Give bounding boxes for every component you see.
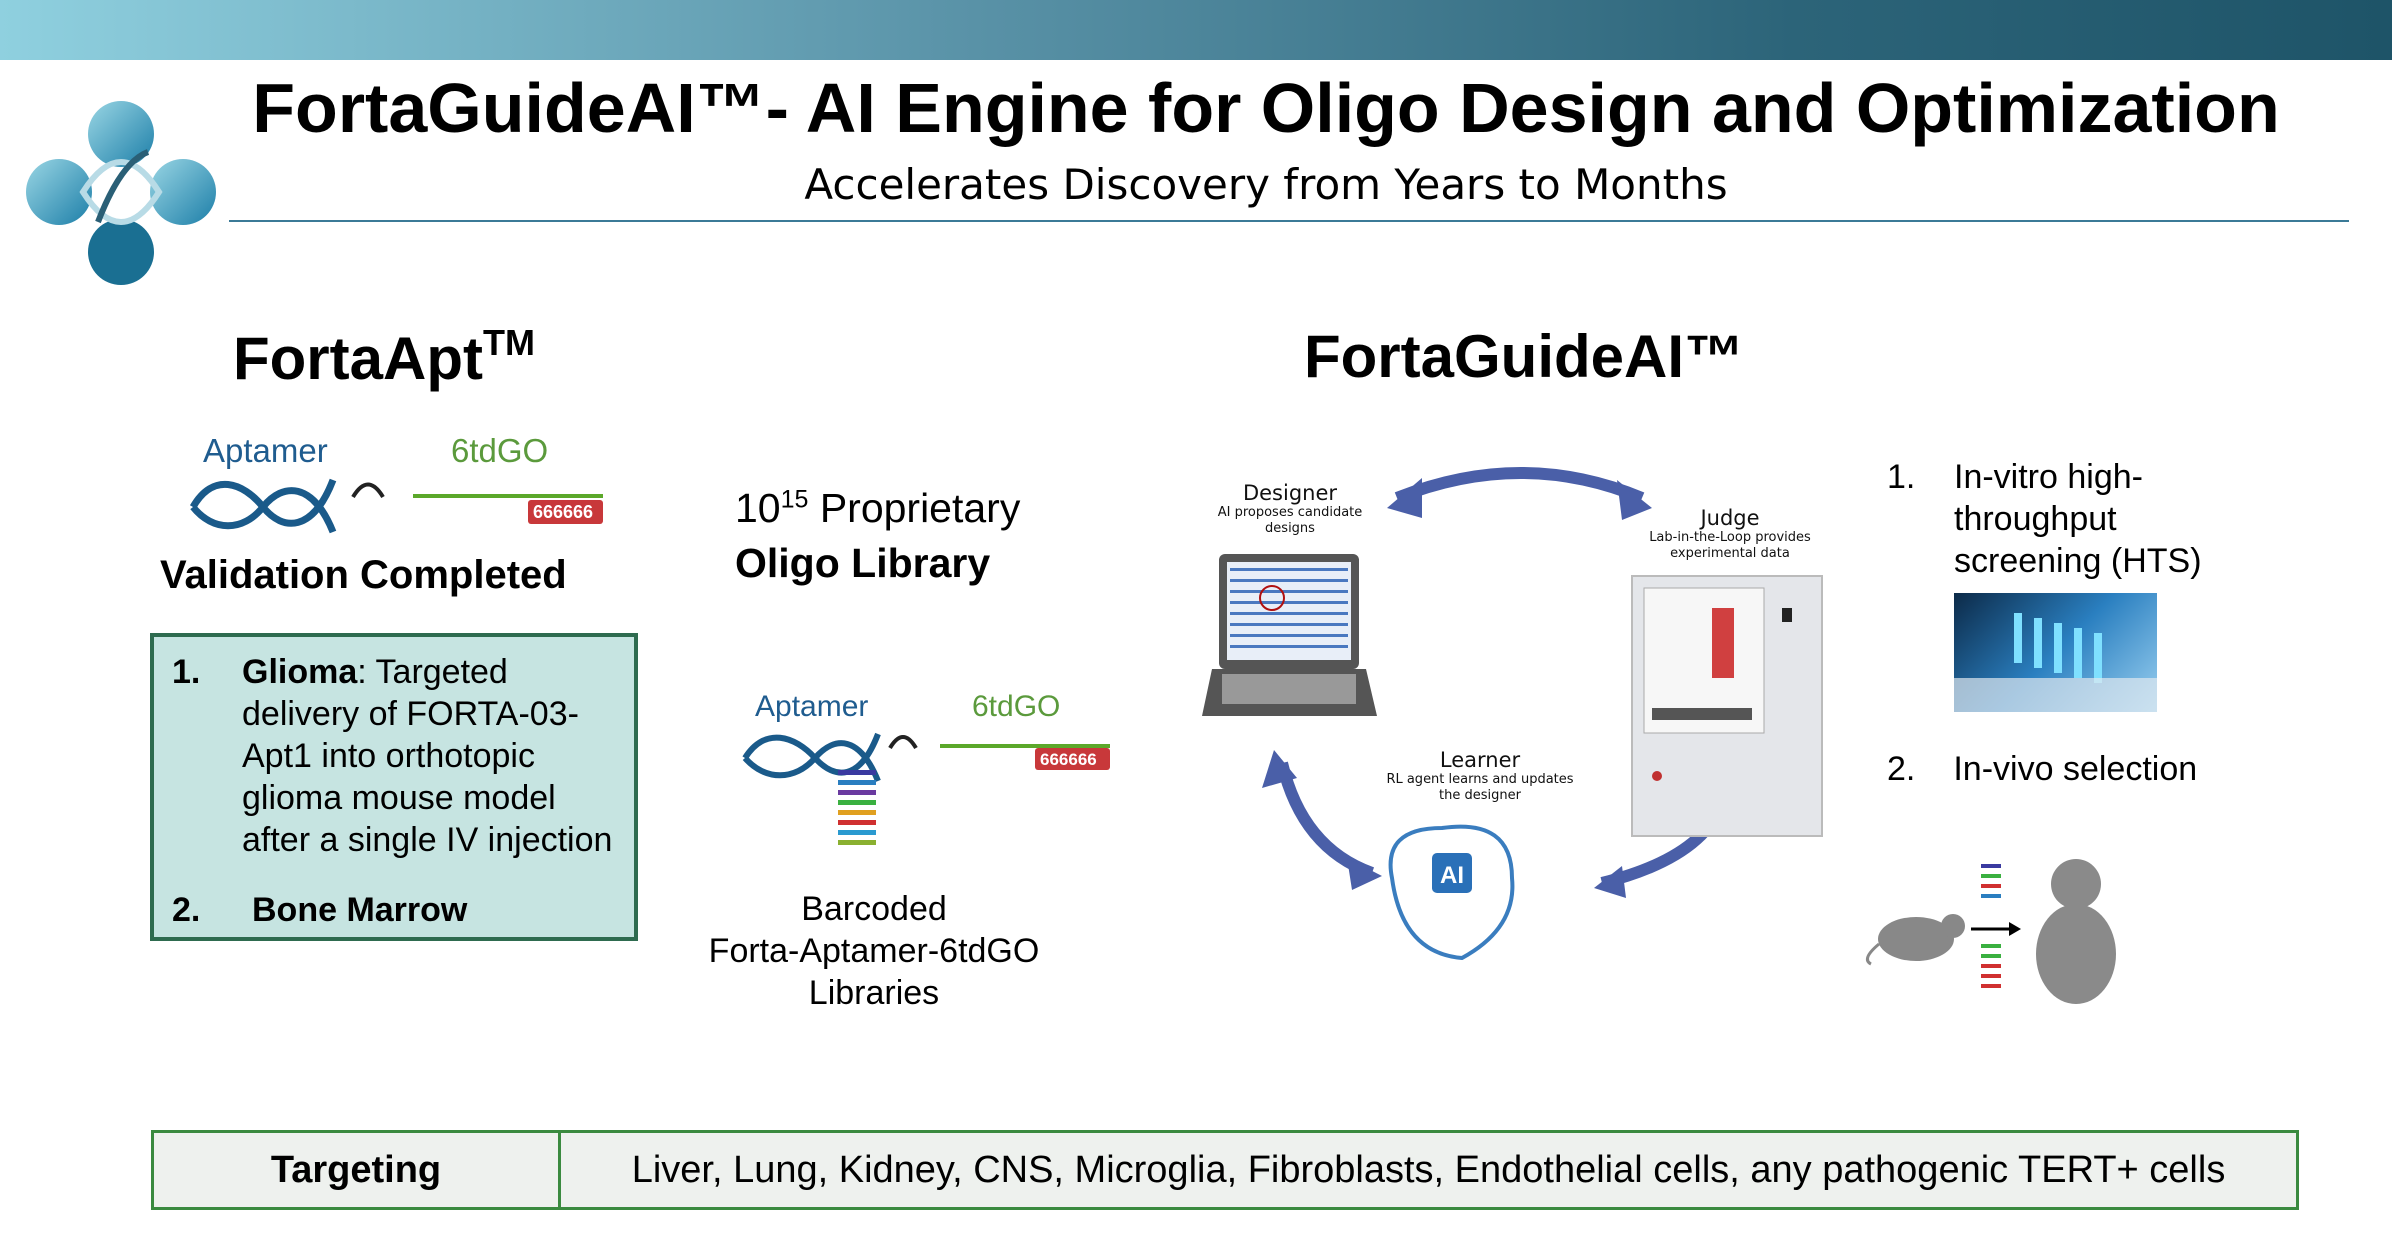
- arrow-head-icon: [1387, 478, 1422, 518]
- arrow-head-icon: [1617, 480, 1652, 520]
- validation-label: Validation Completed: [160, 553, 567, 597]
- lib-base: 10: [735, 485, 781, 531]
- desc-line: experimental data: [1670, 546, 1790, 561]
- fortaapt-title-text: FortaApt: [233, 325, 483, 392]
- caption-line: Forta-Aptamer-6tdGO: [708, 932, 1040, 970]
- page-subtitle: Accelerates Discovery from Years to Mont…: [804, 160, 1728, 209]
- barcode-icon: [1981, 864, 2001, 988]
- desc-line: the designer: [1439, 788, 1521, 803]
- ai-brain-icon: [1388, 824, 1515, 961]
- lib-exp: 15: [780, 485, 809, 514]
- fortaguideai-title: FortaGuideAI™: [1304, 323, 1745, 390]
- lib-suffix: Proprietary: [808, 485, 1021, 531]
- validation-box: 1. Glioma: Targeted delivery of FORTA-03-…: [150, 633, 638, 941]
- dna-icon: [189, 478, 603, 534]
- designer-title: Designer: [1242, 481, 1338, 505]
- arrow-icon: [1971, 922, 2021, 936]
- library-bold: Oligo Library: [735, 540, 991, 586]
- company-logo: [26, 101, 216, 285]
- judge-title: Judge: [1700, 506, 1760, 530]
- desc-line: designs: [1265, 521, 1315, 536]
- validation-item: 1. Glioma: Targeted delivery of FORTA-03-…: [172, 651, 616, 861]
- item-number: 2.: [1887, 750, 1916, 788]
- targeting-label: Targeting: [154, 1133, 561, 1207]
- tdgo-label: 6tdGO: [451, 432, 549, 469]
- fortaapt-title: FortaAptTM: [233, 322, 535, 393]
- item-text: Glioma: Targeted delivery of FORTA-03-Ap…: [242, 651, 616, 861]
- tag-label: 666666: [1040, 750, 1097, 769]
- aptamer-label: Aptamer: [203, 432, 328, 469]
- tdgo-label: 6tdGO: [972, 690, 1061, 723]
- barcoded-library-graphic: Aptamer 6tdGO 666666: [740, 690, 1120, 850]
- item-line: In-vitro high-: [1954, 458, 2143, 496]
- tag-label: 666666: [533, 502, 594, 522]
- item-number: 1.: [172, 653, 201, 691]
- mouse-to-monkey-graphic: [1865, 859, 2116, 1004]
- aptamer-label: Aptamer: [755, 690, 869, 723]
- desc-line: Lab-in-the-Loop provides: [1649, 530, 1811, 545]
- laptop-icon: [1202, 554, 1377, 716]
- item-bold: Glioma: [242, 653, 358, 691]
- mouse-icon: [1865, 914, 1965, 966]
- validation-item: 2. Bone Marrow: [172, 889, 616, 931]
- item-line: In-vivo selection: [1953, 750, 2198, 788]
- barcoded-caption: Barcoded Forta-Aptamer-6tdGO Libraries: [674, 888, 1074, 1014]
- item-line: screening (HTS): [1954, 542, 2202, 580]
- ai-chip-label: AI: [1440, 862, 1464, 889]
- desc-line: RL agent learns and updates: [1386, 772, 1574, 787]
- item-bold: Bone Marrow: [252, 891, 468, 929]
- trademark: TM: [482, 322, 535, 363]
- library-line: 1015 Proprietary: [735, 485, 1020, 532]
- caption-line: Libraries: [808, 974, 940, 1012]
- monkey-icon: [2036, 859, 2116, 1004]
- hts-photo: [1954, 593, 2157, 712]
- aptamer-6tdgo-graphic: Aptamer 6tdGO 666666: [183, 432, 613, 537]
- item-number: 2.: [172, 891, 201, 929]
- lab-robot-icon: [1631, 575, 1823, 837]
- screening-item: 1. In-vitro high-throughput screening (HT…: [1887, 456, 2202, 582]
- page-title: FortaGuideAI™- AI Engine for Oligo Desig…: [252, 69, 2280, 147]
- invivo-item: 2. In-vivo selection: [1887, 748, 2197, 790]
- item-line: throughput: [1954, 500, 2117, 538]
- caption-line: Barcoded: [801, 890, 947, 928]
- item-number: 1.: [1887, 458, 1916, 496]
- targeting-value: Liver, Lung, Kidney, CNS, Microglia, Fib…: [631, 1148, 2226, 1191]
- learner-title: Learner: [1439, 748, 1521, 772]
- barcode-dna-icon: [742, 732, 1110, 845]
- top-banner: [0, 0, 2392, 60]
- cycle-diagram: [1202, 467, 1823, 961]
- targeting-table: Targeting Liver, Lung, Kidney, CNS, Micr…: [151, 1130, 2299, 1210]
- divider: [229, 220, 2349, 222]
- pipette-icon: [1954, 613, 2157, 712]
- item-desc: : Targeted delivery of FORTA-03-Apt1 int…: [242, 653, 613, 859]
- desc-line: AI proposes candidate: [1217, 505, 1363, 520]
